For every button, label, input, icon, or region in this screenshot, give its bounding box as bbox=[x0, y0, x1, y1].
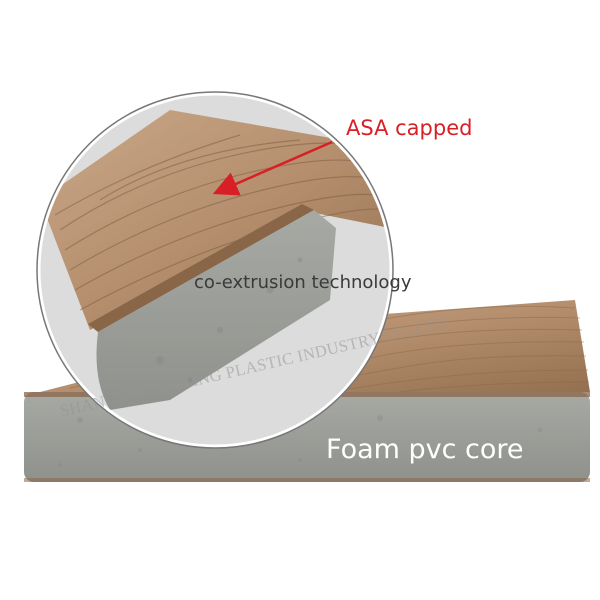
magnifier-circle-icon bbox=[36, 91, 394, 449]
callout-arrow-icon bbox=[212, 140, 333, 196]
asa-capped-label: ASA capped bbox=[346, 116, 473, 140]
co-extrusion-caption: co-extrusion technology bbox=[194, 272, 412, 293]
foam-core-label: Foam pvc core bbox=[326, 434, 524, 465]
